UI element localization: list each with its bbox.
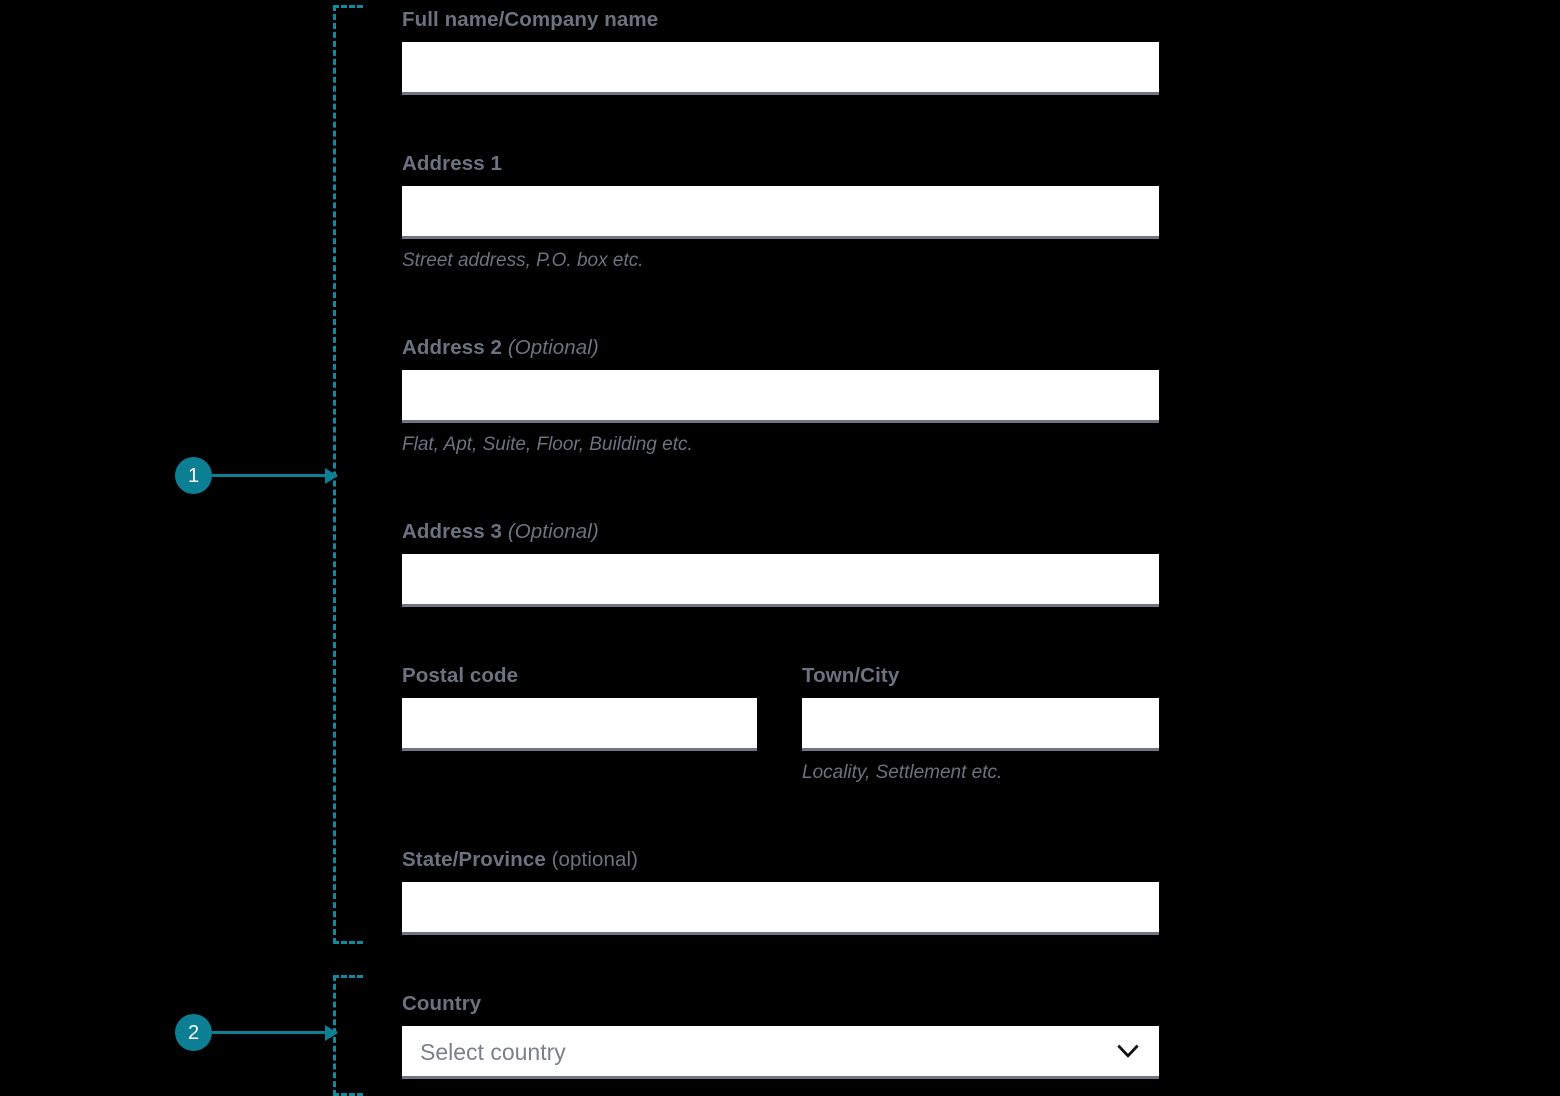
label-text-state-province: State/Province [402, 848, 546, 871]
callout-arrow-1 [212, 474, 337, 477]
callout-marker-2: 2 [175, 1014, 337, 1051]
chevron-down-icon [1117, 1044, 1139, 1058]
callout-badge-2: 2 [175, 1014, 212, 1051]
label-optional-address-2: (Optional) [507, 336, 599, 359]
hint-town-city: Locality, Settlement etc. [802, 761, 1003, 783]
input-town-city[interactable] [802, 697, 1159, 751]
label-text-address-2: Address 2 [402, 336, 503, 359]
input-postal-code[interactable] [402, 697, 757, 751]
field-town-city: Town/City Locality, Settlement etc. [802, 664, 1159, 783]
hint-address-1: Street address, P.O. box etc. [402, 249, 644, 271]
label-optional-address-3: (Optional) [507, 520, 599, 543]
input-address-3[interactable] [402, 553, 1159, 607]
label-postal-code: Postal code [402, 664, 757, 688]
label-address-2: Address 2 (Optional) [402, 336, 1159, 360]
label-text-postal-code: Postal code [402, 664, 519, 687]
label-address-1: Address 1 [402, 152, 1159, 176]
label-text-country: Country [402, 992, 482, 1015]
field-postal-code: Postal code [402, 664, 757, 751]
field-country: Country Select country [402, 992, 1159, 1079]
input-address-2[interactable] [402, 369, 1159, 423]
label-text-full-name: Full name/Company name [402, 8, 659, 31]
callout-arrow-2 [212, 1031, 337, 1034]
callout-badge-1: 1 [175, 457, 212, 494]
label-country: Country [402, 992, 1159, 1016]
label-full-name: Full name/Company name [402, 8, 1159, 32]
hint-address-2: Flat, Apt, Suite, Floor, Building etc. [402, 433, 693, 455]
field-address-1: Address 1 Street address, P.O. box etc. [402, 152, 1159, 271]
select-country[interactable]: Select country [402, 1025, 1159, 1079]
callout-marker-1: 1 [175, 457, 337, 494]
label-text-address-3: Address 3 [402, 520, 503, 543]
field-address-3: Address 3 (Optional) [402, 520, 1159, 607]
label-optional-state-province: (optional) [551, 848, 639, 871]
label-address-3: Address 3 (Optional) [402, 520, 1159, 544]
field-full-name: Full name/Company name [402, 8, 1159, 95]
label-text-address-1: Address 1 [402, 152, 503, 175]
label-town-city: Town/City [802, 664, 1159, 688]
select-country-value: Select country [420, 1038, 566, 1065]
label-state-province: State/Province (optional) [402, 848, 1159, 872]
input-full-name[interactable] [402, 41, 1159, 95]
input-address-1[interactable] [402, 185, 1159, 239]
field-address-2: Address 2 (Optional) Flat, Apt, Suite, F… [402, 336, 1159, 455]
label-text-town-city: Town/City [802, 664, 900, 687]
field-state-province: State/Province (optional) [402, 848, 1159, 935]
input-state-province[interactable] [402, 881, 1159, 935]
